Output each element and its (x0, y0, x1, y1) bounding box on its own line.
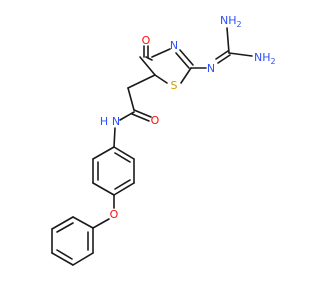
bond-ph2-d (51, 252, 74, 266)
bond-camide-n (119, 111, 135, 121)
bond-ph1-d1 (114, 152, 131, 163)
bond-cguan-nh2right (228, 52, 253, 57)
bond-c4-cring (145, 56, 153, 61)
atom-h-amide: H (100, 115, 108, 128)
atom-nh2-right: NH2 (254, 51, 276, 66)
bond-c2-s1 (180, 67, 192, 84)
bond-oether-ph2 (92, 218, 110, 229)
bond-ph2-d1 (56, 222, 74, 233)
bond-ph2-e (72, 252, 94, 266)
bond-ch2-camide (127, 87, 135, 111)
atom-s-ring: S (171, 79, 178, 92)
atom-o-amide: O (151, 114, 160, 127)
atom-n-ring: N (170, 39, 178, 52)
atom-o-ring: O (142, 34, 151, 47)
bond-camide-o-a (133, 109, 152, 118)
bond-c4-c5 (139, 56, 156, 76)
bond-n3-c2-a (175, 52, 190, 69)
atom-n-amide: N (112, 115, 120, 128)
atom-o-ether: O (110, 208, 119, 221)
bond-n-phenyl (113, 127, 116, 148)
bond-ph1-d (92, 182, 115, 196)
atom-n-guan: N (207, 62, 215, 75)
atom-nh2-top: NH2 (220, 14, 242, 29)
bond-ph1-a (113, 146, 135, 160)
atom-labels: O N S N NH2 NH2 O N H O (100, 14, 276, 221)
bonds (51, 27, 253, 266)
bond-camide-o-b (131, 113, 150, 122)
bond-c5-ch2 (127, 74, 156, 89)
bond-ph2-d2 (56, 249, 73, 260)
bond-nguan-cguan-b (215, 50, 229, 60)
bond-n3-c2-b (179, 49, 194, 66)
bond-ph2-a (72, 216, 94, 229)
bond-ph1-f (92, 146, 115, 160)
bond-ph2-b (51, 216, 74, 230)
bond-cguan-nh2top (226, 27, 230, 54)
molecule-structure: O N S N NH2 NH2 O N H O (51, 14, 276, 266)
bond-s1-c5 (154, 74, 168, 84)
molecule-svg: O N S N NH2 NH2 O N H O (51, 14, 276, 266)
bond-ph1-c (113, 182, 135, 196)
bond-ph1-d2 (114, 179, 131, 190)
bond-nguan-cguan-a (217, 54, 231, 64)
bond-c4-n3 (151, 48, 171, 58)
